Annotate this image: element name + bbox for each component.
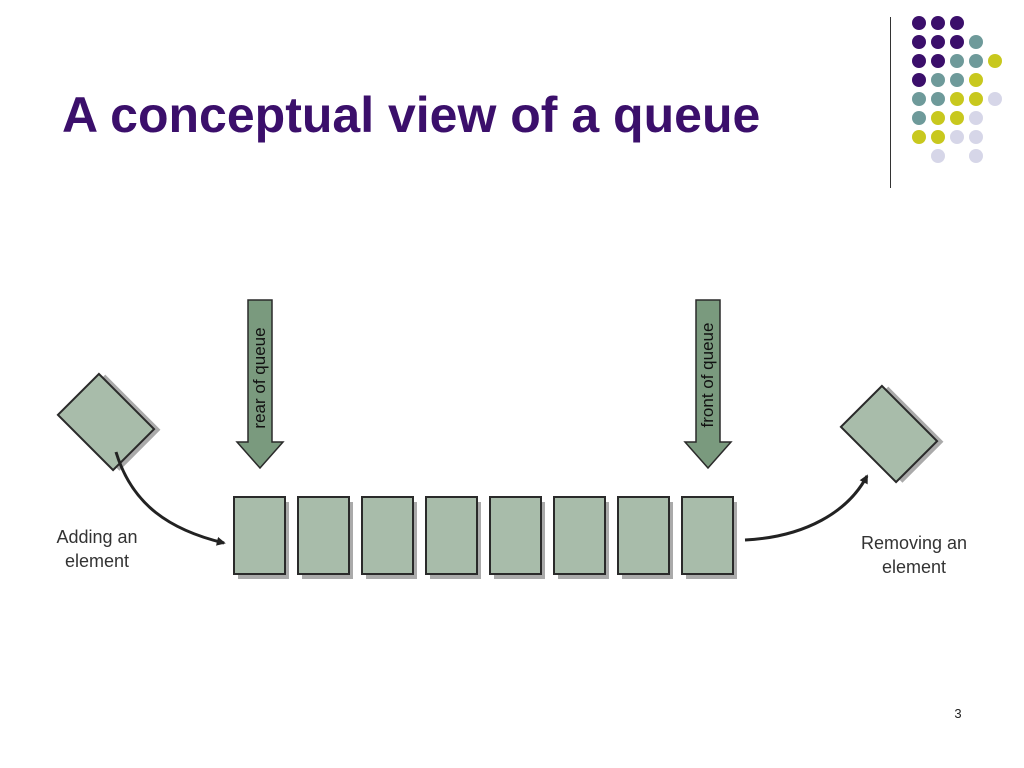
outgoing-element-box (839, 384, 939, 484)
decorative-dot (969, 92, 983, 106)
decorative-dot (988, 54, 1002, 68)
slide-title: A conceptual view of a queue (62, 87, 761, 143)
decorative-dot (931, 16, 945, 30)
queue-cell (233, 496, 286, 575)
decorative-dot (931, 130, 945, 144)
queue-cell (297, 496, 350, 575)
rear-pointer-arrow (235, 299, 285, 470)
decorative-dot (931, 73, 945, 87)
decorative-dot (931, 149, 945, 163)
decorative-dot (931, 92, 945, 106)
adding-element-caption-line-2: element (64, 551, 130, 571)
removing-element-caption: Removing an element (846, 531, 982, 579)
outgoing-element (839, 384, 944, 484)
decorative-dot (912, 35, 926, 49)
removing-element-caption-line-2: element (881, 557, 947, 577)
page-number: 3 (954, 706, 962, 721)
queue-cell (489, 496, 542, 575)
queue-cell (553, 496, 606, 575)
decorative-dot (988, 92, 1002, 106)
decorative-dot-grid (912, 16, 1002, 163)
front-of-queue-label: front of queue (698, 322, 717, 428)
decorative-dot (950, 111, 964, 125)
decorative-dot (969, 111, 983, 125)
adding-element-caption: Adding an element (42, 525, 152, 573)
decorative-dot (950, 73, 964, 87)
decorative-dot (969, 149, 983, 163)
remove-connector-arrow (744, 474, 869, 542)
decorative-dot (912, 54, 926, 68)
decorative-dot (912, 130, 926, 144)
decorative-dot (969, 54, 983, 68)
decorative-dot (912, 111, 926, 125)
decorative-dot (950, 130, 964, 144)
decorative-dot (969, 35, 983, 49)
decorative-dot (950, 16, 964, 30)
incoming-element-box (56, 372, 156, 472)
title-divider-line (890, 17, 891, 188)
queue-cell (361, 496, 414, 575)
add-connector-arrow (114, 451, 226, 546)
queue-cell (617, 496, 670, 575)
decorative-dot (950, 35, 964, 49)
decorative-dot (912, 16, 926, 30)
adding-element-caption-line-1: Adding an (56, 527, 138, 547)
decorative-dot (950, 54, 964, 68)
decorative-dot (912, 73, 926, 87)
rear-of-queue-label: rear of queue (250, 327, 269, 429)
queue-cells (233, 496, 737, 579)
decorative-dot (950, 92, 964, 106)
decorative-dot (969, 130, 983, 144)
incoming-element (56, 372, 161, 472)
decorative-dot (912, 92, 926, 106)
decorative-dot (969, 73, 983, 87)
decorative-dot (931, 54, 945, 68)
decorative-dot (931, 111, 945, 125)
decorative-dot (931, 35, 945, 49)
front-pointer-arrow (683, 299, 733, 470)
queue-cell (425, 496, 478, 575)
queue-cell (681, 496, 734, 575)
removing-element-caption-line-1: Removing an (860, 533, 968, 553)
